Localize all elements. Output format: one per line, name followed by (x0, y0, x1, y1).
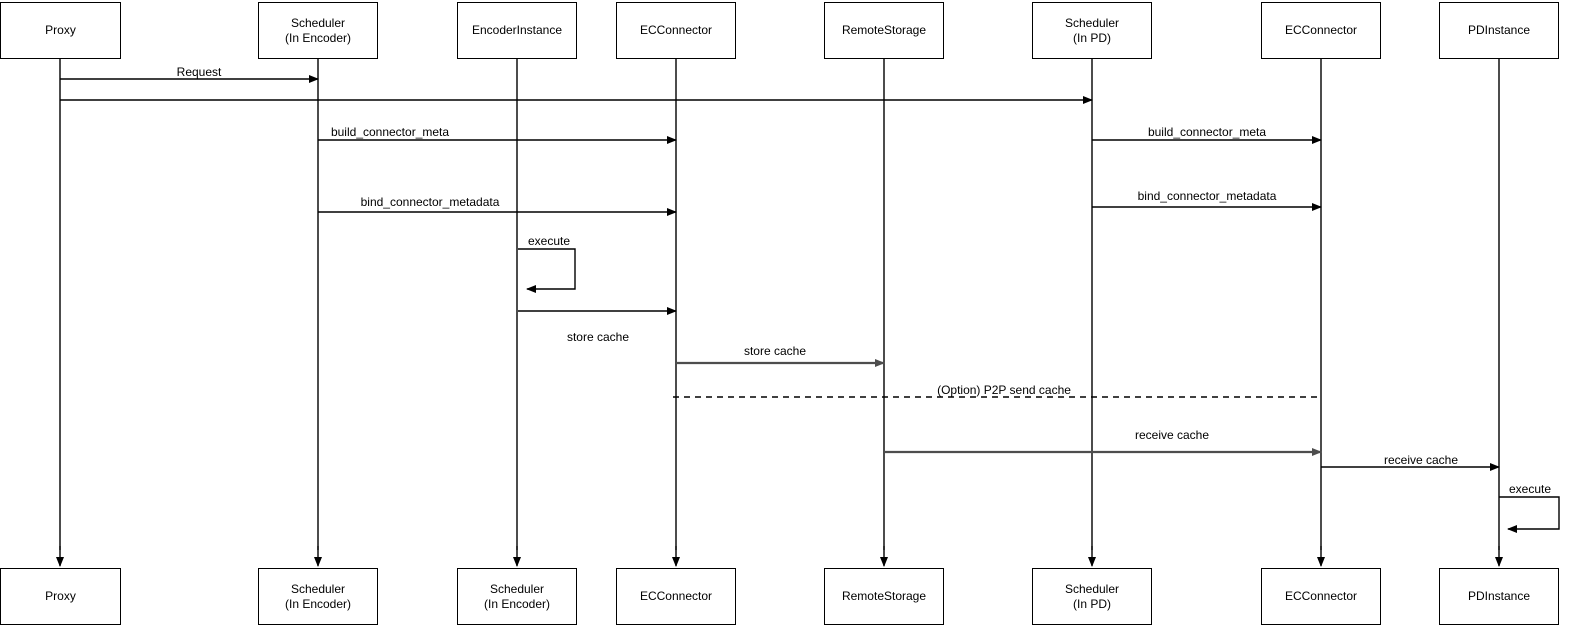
participant-label-secondary: (In Encoder) (483, 596, 551, 611)
participant-label-secondary: (In Encoder) (284, 596, 352, 611)
participant-label-primary: Proxy (45, 23, 76, 37)
participant-box-pdinstance-b[interactable]: PDInstance (1439, 568, 1559, 625)
message-layer (60, 75, 1500, 471)
participant-label-primary: PDInstance (1467, 589, 1531, 603)
participant-box-scheduler-pd[interactable]: Scheduler(In PD) (1032, 2, 1152, 59)
lifeline-layer (59, 59, 1500, 550)
participant-box-encoder-inst-b[interactable]: Scheduler(In Encoder) (457, 568, 577, 625)
participant-label-primary: Scheduler (489, 581, 545, 596)
participant-box-pdinstance[interactable]: PDInstance (1439, 2, 1559, 59)
message-label-m1: Request (176, 65, 222, 79)
participant-box-scheduler-enc[interactable]: Scheduler(In Encoder) (258, 2, 378, 59)
participant-label-primary: RemoteStorage (841, 589, 927, 603)
participant-label-primary: ECConnector (1284, 23, 1358, 37)
participant-box-scheduler-enc-b[interactable]: Scheduler(In Encoder) (258, 568, 378, 625)
self-loop-label-self-execute-encoder: execute (528, 234, 571, 248)
participant-box-ecconnector-l[interactable]: ECConnector (616, 2, 736, 59)
participant-box-remotestorage[interactable]: RemoteStorage (824, 2, 944, 59)
self-loop-label-self-execute-pd: execute (1509, 482, 1552, 496)
participant-label-secondary: (In PD) (1072, 596, 1111, 611)
participant-label-primary: Scheduler (290, 15, 346, 30)
participant-box-proxy[interactable]: Proxy (0, 2, 121, 59)
lifeline-terminator-layer (56, 546, 1503, 567)
message-label-m4: build_connector_meta (1147, 125, 1267, 139)
participant-label-primary: Scheduler (1064, 15, 1120, 30)
participant-label-primary: Proxy (45, 589, 76, 603)
participant-box-ecconnector-l-b[interactable]: ECConnector (616, 568, 736, 625)
participant-label-primary: ECConnector (1284, 589, 1358, 603)
participant-label-primary: RemoteStorage (841, 23, 927, 37)
participant-box-encoder-inst[interactable]: EncoderInstance (457, 2, 577, 59)
participant-label-secondary: (In PD) (1072, 30, 1111, 45)
participant-box-proxy-b[interactable]: Proxy (0, 568, 121, 625)
participant-label-primary: ECConnector (639, 589, 713, 603)
participant-label-primary: ECConnector (639, 23, 713, 37)
participant-label-primary: Scheduler (290, 581, 346, 596)
participant-label-primary: Scheduler (1064, 581, 1120, 596)
message-label-m8: store cache (743, 344, 807, 358)
message-label-m9: receive cache (1134, 428, 1210, 442)
message-label-store-cache-local: store cache (566, 330, 630, 344)
self-loop-self-execute-pd (1499, 496, 1560, 533)
participant-box-ecconnector-r-b[interactable]: ECConnector (1261, 568, 1381, 625)
message-label-m6: bind_connector_metadata (360, 195, 500, 209)
message-label-p2p-send-cache: (Option) P2P send cache (937, 383, 1071, 397)
participant-box-remotestorage-b[interactable]: RemoteStorage (824, 568, 944, 625)
self-loop-self-execute-encoder (518, 248, 576, 293)
message-label-m10: receive cache (1383, 453, 1459, 467)
message-label-m3: build_connector_meta (330, 125, 450, 139)
participant-label-primary: EncoderInstance (471, 23, 563, 37)
participant-label-primary: PDInstance (1467, 23, 1531, 37)
participant-label-secondary: (In Encoder) (284, 30, 352, 45)
participant-box-ecconnector-r[interactable]: ECConnector (1261, 2, 1381, 59)
self-loop-layer (518, 248, 1560, 533)
message-label-m5: bind_connector_metadata (1137, 189, 1277, 203)
participant-box-scheduler-pd-b[interactable]: Scheduler(In PD) (1032, 568, 1152, 625)
